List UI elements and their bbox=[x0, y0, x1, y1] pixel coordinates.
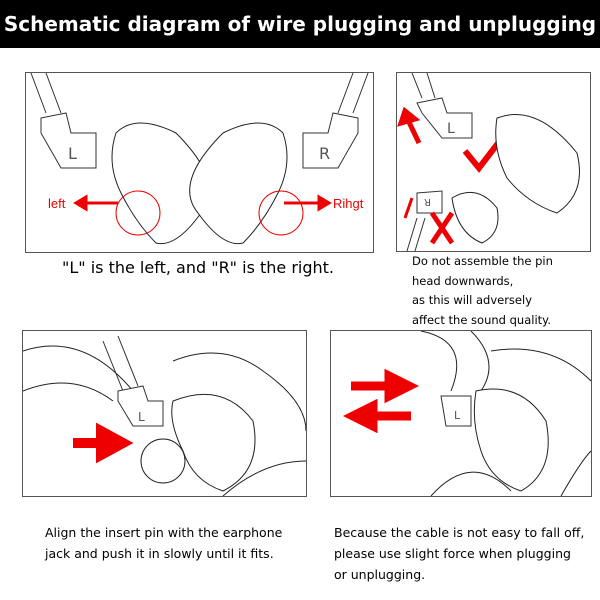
cable-right bbox=[337, 73, 369, 114]
caption-line: jack and push it in slowly until it fits… bbox=[45, 546, 274, 561]
plug-top bbox=[416, 97, 473, 139]
arrow-right-icon bbox=[284, 194, 332, 212]
left-label: left bbox=[48, 196, 66, 211]
plug-left bbox=[40, 112, 97, 169]
caption-line: affect the sound quality. bbox=[412, 312, 551, 327]
earphone-bottom bbox=[451, 191, 499, 244]
plug-bottom bbox=[416, 190, 443, 214]
plug-top-letter: L bbox=[447, 121, 455, 137]
panel-left-right: L R left Rihgt bbox=[25, 72, 374, 253]
plug-letter: L bbox=[138, 410, 145, 424]
caption-line: Align the insert pin with the earphone bbox=[45, 525, 283, 540]
earphone-top bbox=[495, 114, 580, 214]
caption-line: Do not assemble the pin bbox=[412, 254, 553, 268]
caption-line: as this will adversely bbox=[412, 293, 533, 307]
caption-left-right: "L" is the left, and "R" is the right. bbox=[62, 258, 335, 277]
cross-icon bbox=[429, 211, 455, 245]
orientation-diagram: L R bbox=[397, 73, 580, 251]
insert-diagram: L bbox=[23, 335, 306, 496]
left-right-diagram: L R left Rihgt bbox=[30, 73, 369, 245]
caption-line: or unplugging. bbox=[334, 567, 426, 582]
cable-left bbox=[30, 73, 62, 114]
earphone-left bbox=[111, 122, 210, 245]
plug-bottom-letter: R bbox=[424, 196, 431, 207]
page-title: Schematic diagram of wire plugging and u… bbox=[3, 12, 597, 36]
force-diagram: L bbox=[342, 331, 591, 496]
earphone bbox=[473, 388, 549, 492]
caption-insert: Align the insert pin with the earphone j… bbox=[45, 522, 282, 564]
arrow-left-icon bbox=[342, 398, 411, 434]
arrow-up-icon bbox=[397, 106, 422, 145]
earphone bbox=[171, 393, 256, 492]
arrow-down-icon bbox=[403, 197, 414, 219]
check-icon bbox=[462, 136, 505, 173]
arrow-right-icon bbox=[73, 422, 134, 464]
earphone-right bbox=[189, 122, 288, 245]
panel-orientation: L R bbox=[396, 72, 591, 252]
plug bbox=[117, 385, 164, 427]
plug-letter: L bbox=[454, 409, 461, 422]
caption-force: Because the cable is not easy to fall of… bbox=[334, 522, 584, 585]
arrow-right-icon bbox=[351, 368, 420, 404]
panel-force: L bbox=[330, 330, 592, 497]
plug-left-letter: L bbox=[68, 144, 77, 163]
caption-orientation: Do not assemble the pin head downwards, … bbox=[412, 252, 553, 330]
ear-tip bbox=[140, 438, 186, 484]
plug-right bbox=[302, 112, 359, 169]
caption-line: head downwards, bbox=[412, 273, 514, 288]
caption-line: Because the cable is not easy to fall of… bbox=[334, 525, 585, 540]
right-label: Rihgt bbox=[333, 196, 364, 211]
arrow-left-icon bbox=[73, 194, 118, 212]
title-bar: Schematic diagram of wire plugging and u… bbox=[0, 0, 600, 48]
panel-insert: L bbox=[22, 330, 307, 497]
plug bbox=[440, 395, 472, 427]
caption-line: please use slight force when plugging bbox=[334, 546, 571, 561]
plug-right-letter: R bbox=[319, 144, 330, 163]
